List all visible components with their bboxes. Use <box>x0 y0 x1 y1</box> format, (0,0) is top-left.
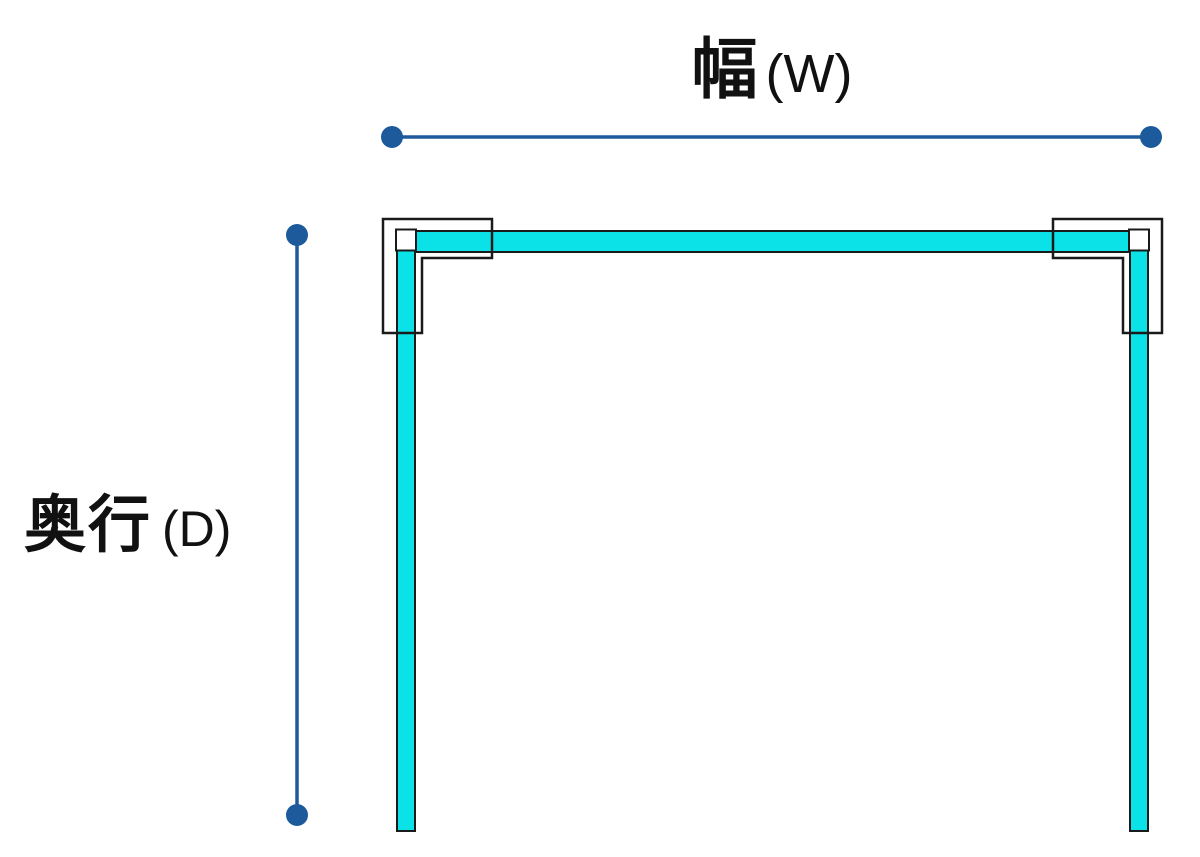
width-label-suffix: (W) <box>765 44 853 104</box>
width-dimension-dot-right <box>1140 126 1162 148</box>
corner-hole-left <box>395 228 417 252</box>
width-label-kanji: 幅 <box>691 32 760 106</box>
width-dimension-label: 幅 (W) <box>692 16 853 112</box>
corner-bracket-left-icon <box>381 217 494 335</box>
corner-hole-right <box>1128 228 1150 252</box>
left-leg-tube <box>396 249 416 832</box>
right-leg-tube <box>1129 249 1149 832</box>
depth-dimension-dot-top <box>286 224 308 246</box>
depth-label-suffix: (D) <box>162 501 232 557</box>
top-rail-tube <box>415 230 1130 253</box>
width-dimension-dot-left <box>381 126 403 148</box>
depth-label-kanji: 奥行 <box>24 491 153 560</box>
corner-bracket-right-icon <box>1051 217 1164 335</box>
depth-dimension-label: 奥行 (D) <box>24 474 231 564</box>
depth-dimension-dot-bottom <box>286 804 308 826</box>
